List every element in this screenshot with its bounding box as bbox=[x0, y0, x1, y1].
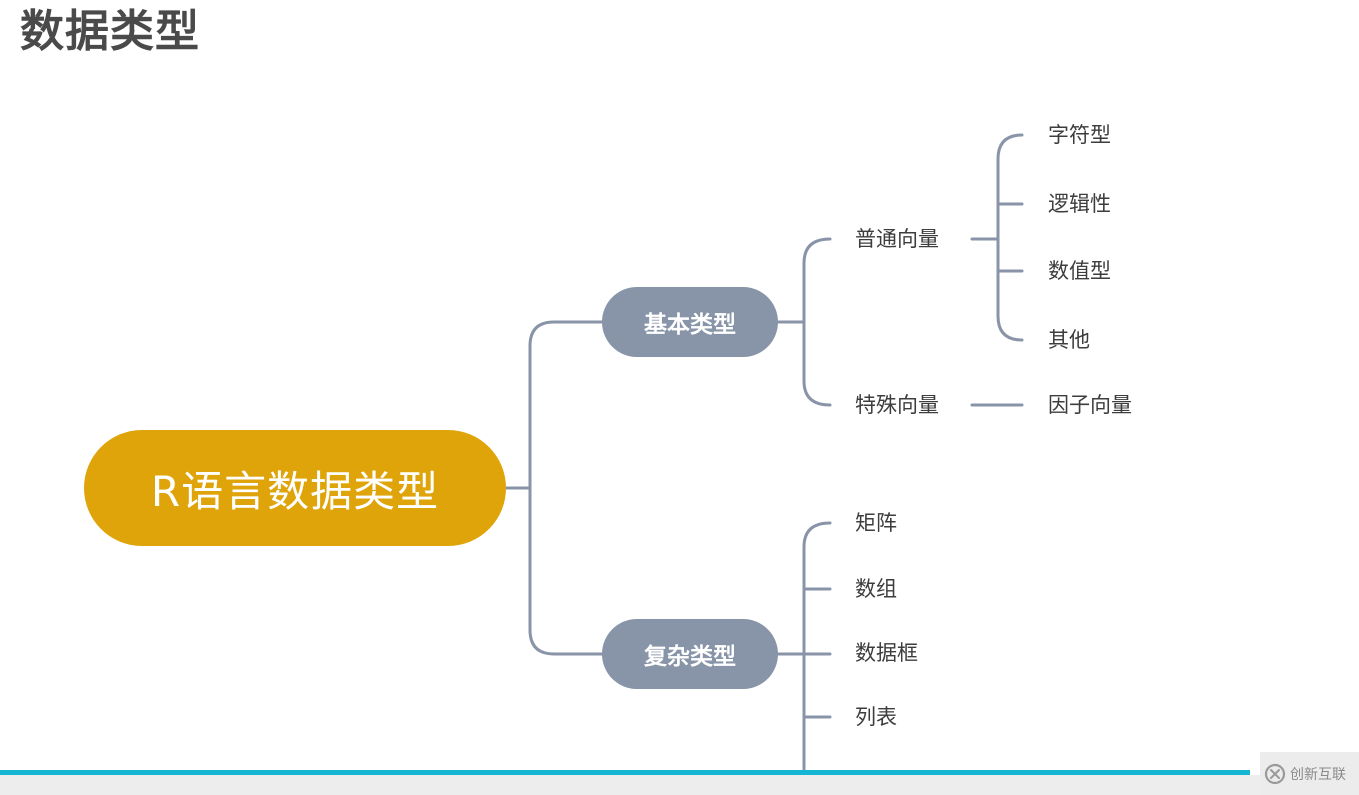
node-special-vector: 特殊向量 bbox=[855, 393, 939, 417]
connector-root-basic bbox=[528, 320, 556, 490]
branch-node-basic: 基本类型 bbox=[602, 287, 778, 357]
watermark: 创新互联 bbox=[1260, 752, 1359, 795]
leaf-other-basic: 其他 bbox=[1048, 328, 1090, 352]
page-title: 数据类型 bbox=[20, 6, 200, 57]
leaf-character: 字符型 bbox=[1048, 123, 1111, 147]
connector-basic-special bbox=[802, 320, 832, 407]
footer-bar bbox=[0, 770, 1250, 775]
watermark-text: 创新互联 bbox=[1290, 766, 1346, 783]
leaf-numeric: 数值型 bbox=[1048, 259, 1111, 283]
leaf-logical: 逻辑性 bbox=[1048, 192, 1111, 216]
leaf-matrix: 矩阵 bbox=[855, 511, 897, 535]
root-node: R语言数据类型 bbox=[84, 430, 506, 546]
connector-root-complex bbox=[528, 486, 556, 656]
branch-node-complex: 复杂类型 bbox=[602, 619, 778, 689]
connector-basic-normal bbox=[802, 237, 832, 324]
footer-strip bbox=[0, 775, 1359, 795]
leaf-data-frame: 数据框 bbox=[855, 641, 918, 665]
connector-complex-top bbox=[802, 521, 832, 773]
leaf-factor-vector: 因子向量 bbox=[1048, 393, 1132, 417]
brand-logo-icon bbox=[1264, 763, 1286, 784]
connector-normal-top bbox=[996, 133, 1024, 241]
leaf-array: 数组 bbox=[855, 577, 897, 601]
node-normal-vector: 普通向量 bbox=[855, 227, 939, 251]
connector-normal-bottom bbox=[996, 237, 1024, 342]
leaf-list: 列表 bbox=[855, 705, 897, 729]
